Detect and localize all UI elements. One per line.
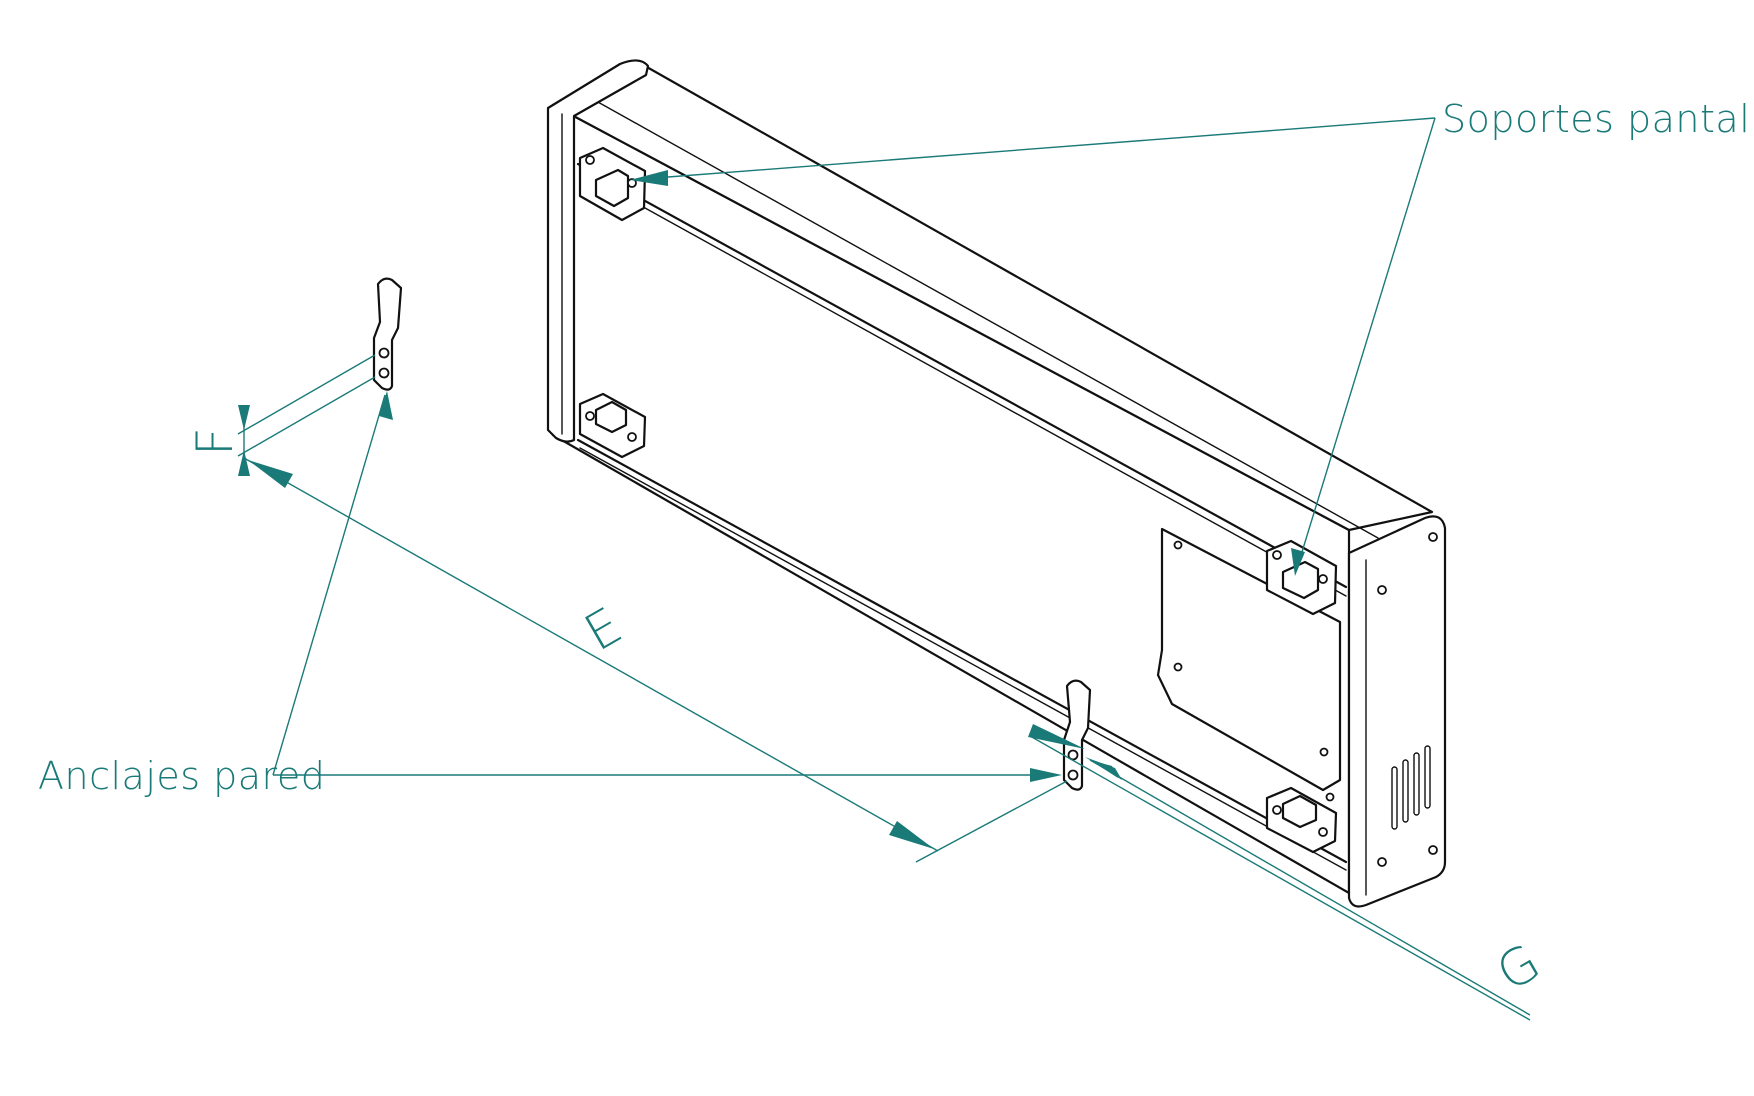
wall-anchors-arrow-right xyxy=(1030,768,1062,782)
dimension-f-arrow-bottom xyxy=(238,450,250,476)
dimension-e-arrow-right xyxy=(889,821,934,849)
screen-support-bracket-top-right xyxy=(1265,539,1338,616)
dimension-e-arrow-left xyxy=(248,460,293,488)
dimension-f-label: F xyxy=(186,427,244,456)
top-rail xyxy=(576,162,1348,589)
dimension-f-arrow-top xyxy=(238,405,250,430)
callout-wall-anchors: Anclajes pared xyxy=(38,391,1062,798)
screen-supports-arrow-bottom xyxy=(1291,548,1305,576)
wall-anchor-right xyxy=(1062,679,1092,791)
endcap-screw-4 xyxy=(1428,845,1438,855)
vent-slots xyxy=(1391,745,1431,830)
bottom-rail xyxy=(576,438,1348,864)
wall-anchor-left xyxy=(372,277,403,391)
wall-anchors-label: Anclajes pared xyxy=(38,754,325,798)
endcap-screw-1 xyxy=(1377,585,1387,595)
dimension-g-arrow-right xyxy=(1085,757,1122,780)
screen-supports-label: Soportes pantalla xyxy=(1442,97,1754,141)
screen-supports-arrow-top xyxy=(630,170,668,186)
endcap-screw-2 xyxy=(1428,532,1438,542)
endcap-screw-3 xyxy=(1377,857,1387,867)
dimension-g-label: G xyxy=(1487,933,1550,1003)
dimension-e-label: E xyxy=(575,596,631,662)
display-housing xyxy=(546,59,1447,908)
back-mounting-plate xyxy=(1156,527,1342,802)
screen-support-bracket-top-left xyxy=(578,146,647,222)
screen-support-bracket-bottom-right xyxy=(1265,786,1338,854)
right-end-cap xyxy=(1347,515,1447,908)
screen-support-bracket-bottom-left xyxy=(578,392,647,459)
dimension-g-arrow-lower xyxy=(1090,760,1118,778)
dimension-f: F xyxy=(186,354,376,476)
left-end-cap xyxy=(546,59,650,443)
wall-anchors-arrow-left xyxy=(379,391,393,420)
dimension-g-arrow-upper xyxy=(1028,724,1085,749)
callout-screen-supports: Soportes pantalla xyxy=(630,97,1754,576)
